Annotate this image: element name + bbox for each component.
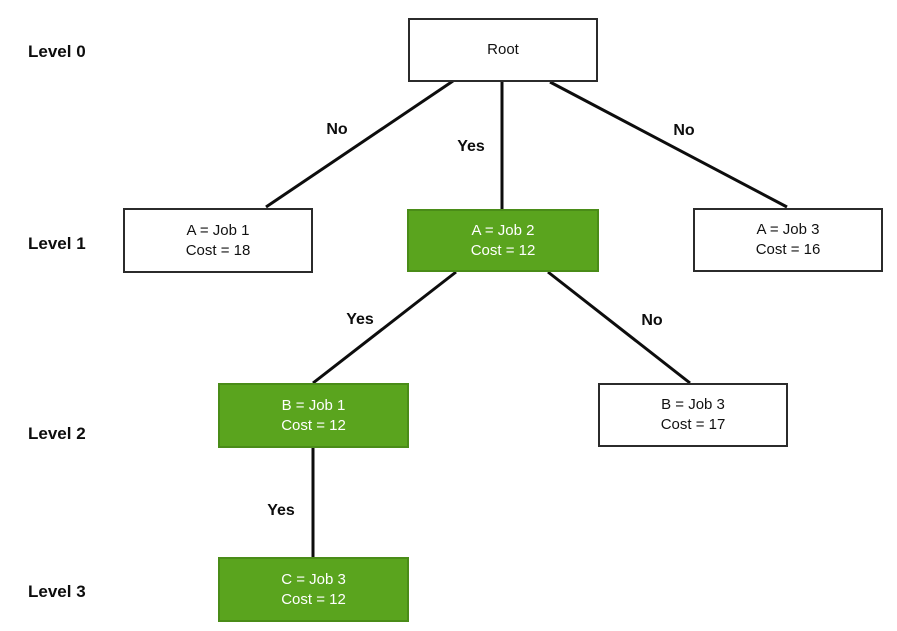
edge-label-root-yes: Yes [457,138,485,155]
edge-label-a-job2-no: No [641,312,663,329]
node-b-job3-line1: B = Job 3 [661,396,725,413]
node-a-job3: A = Job 3 Cost = 16 [693,208,883,272]
node-a-job2-line1: A = Job 2 [471,221,535,239]
level-label-2: Level 2 [28,424,86,443]
edge-a-job2-to-b-job1 [312,270,457,385]
node-b-job3-line2: Cost = 17 [660,416,726,433]
edge-label-root-no-right: No [673,122,695,139]
node-a-job1-line1: A = Job 1 [186,221,250,239]
node-a-job2: A = Job 2 Cost = 12 [407,209,599,272]
node-b-job1-line2: Cost = 12 [281,416,346,434]
edge-label-root-no-left: No [326,121,348,138]
edge-root-to-a-job1 [265,79,454,209]
node-a-job3-line2: Cost = 16 [755,241,821,258]
node-a-job1-line2: Cost = 18 [185,241,251,259]
node-b-job1: B = Job 1 Cost = 12 [218,383,409,448]
level-label-0: Level 0 [28,42,86,61]
node-a-job3-line1: A = Job 3 [756,221,820,238]
node-a-job1: A = Job 1 Cost = 18 [123,208,313,273]
level-label-1: Level 1 [28,234,86,253]
edge-root-to-a-job3 [549,80,788,209]
edge-a-job2-to-b-job3 [547,270,691,385]
node-c-job3-line1: C = Job 3 [281,570,346,588]
node-root: Root [408,18,598,82]
node-c-job3: C = Job 3 Cost = 12 [218,557,409,622]
edge-label-b-job1-yes: Yes [267,502,295,519]
node-b-job3: B = Job 3 Cost = 17 [598,383,788,447]
node-b-job1-line1: B = Job 1 [281,396,346,414]
level-label-3: Level 3 [28,582,86,601]
edge-label-a-job2-yes: Yes [346,311,374,328]
node-c-job3-line2: Cost = 12 [281,590,346,608]
node-a-job2-line2: Cost = 12 [470,241,536,259]
node-root-label: Root [487,41,519,58]
